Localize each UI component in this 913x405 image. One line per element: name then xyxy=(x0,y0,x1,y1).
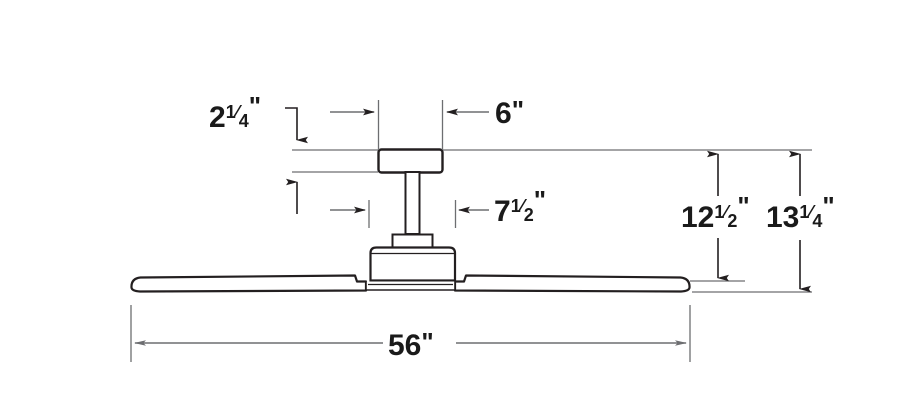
label-housing-width: 71⁄2" xyxy=(494,185,546,228)
ceiling-to-blade-unit: " xyxy=(737,191,749,221)
label-canopy-width: 6" xyxy=(495,95,524,130)
downrod-coupling xyxy=(391,233,434,249)
blade-span-unit: " xyxy=(421,327,433,357)
dimension-housing-width: 71⁄2" xyxy=(330,185,546,228)
dimension-ceiling-to-blade: 121⁄2" xyxy=(681,150,750,282)
label-canopy-height: 21⁄4" xyxy=(209,91,261,134)
canopy-height-whole: 2 xyxy=(209,101,226,134)
downrod xyxy=(404,171,421,235)
housing-width-unit: " xyxy=(534,185,546,215)
dimension-canopy-width: 6" xyxy=(330,95,524,130)
canopy-height-slash: ⁄ xyxy=(232,102,243,122)
housing-width-denominator: 2 xyxy=(524,205,534,225)
housing-width-numerator: 1 xyxy=(511,196,521,216)
fan-body xyxy=(130,148,691,293)
dimension-canopy-height: 21⁄4" xyxy=(209,91,308,214)
blade-right xyxy=(453,274,691,293)
blade-span-whole: 56 xyxy=(388,329,421,362)
label-blade-span: 56" xyxy=(388,327,434,362)
blade-hub-bracket xyxy=(365,281,456,291)
overall-height-numerator: 1 xyxy=(799,202,809,222)
label-overall-height: 131⁄4" xyxy=(766,191,835,234)
canopy-height-denominator: 4 xyxy=(239,111,249,131)
leader-canopy-height xyxy=(285,107,308,144)
housing-width-whole: 7 xyxy=(494,195,511,228)
dimension-blade-span: 56" xyxy=(134,327,687,362)
overall-height-denominator: 4 xyxy=(812,211,822,231)
canopy-height-unit: " xyxy=(249,91,261,121)
overall-height-whole: 13 xyxy=(766,201,799,234)
overall-height-unit: " xyxy=(822,191,834,221)
motor-housing xyxy=(369,246,457,282)
ceiling-to-blade-whole: 12 xyxy=(681,201,714,234)
canopy-width-unit: " xyxy=(512,95,524,125)
ceiling-to-blade-slash: ⁄ xyxy=(720,202,731,222)
label-ceiling-to-blade: 121⁄2" xyxy=(681,191,750,234)
overall-height-slash: ⁄ xyxy=(805,202,816,222)
blade-left xyxy=(130,274,368,293)
canopy-width-whole: 6 xyxy=(495,97,512,130)
canopy xyxy=(377,148,444,174)
housing-width-slash: ⁄ xyxy=(517,196,528,216)
canopy-height-numerator: 1 xyxy=(226,102,236,122)
ceiling-to-blade-denominator: 2 xyxy=(727,211,737,231)
dimension-overall-height: 131⁄4" xyxy=(766,150,835,293)
ceiling-to-blade-numerator: 1 xyxy=(714,202,724,222)
